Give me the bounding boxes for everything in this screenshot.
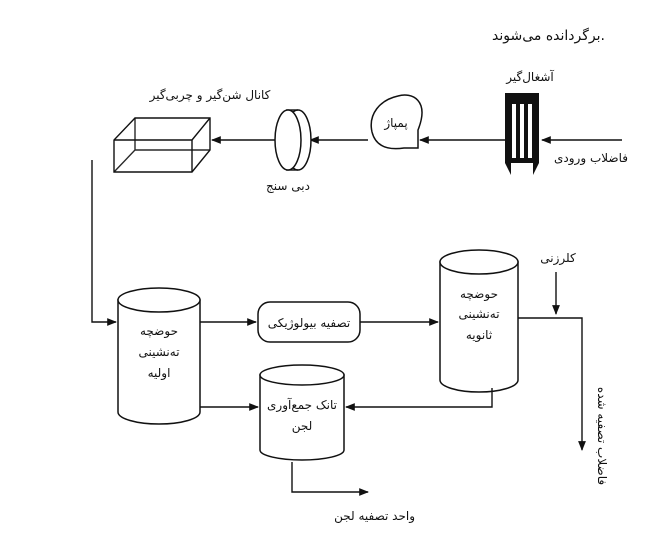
sludge-tank-line2: لجن	[292, 419, 313, 434]
flowmeter-shape	[274, 109, 312, 171]
secondary-clarifier-shape	[439, 249, 519, 393]
edge-channel-primary	[91, 160, 117, 326]
bar-screen-label: آشغال‌گیر	[505, 69, 554, 85]
primary-clarifier-shape	[117, 287, 201, 425]
primary-clarifier-line3: اولیه	[148, 366, 171, 381]
sludge-tank-shape	[259, 364, 345, 461]
secondary-clarifier-line3: ثانویه	[466, 328, 492, 343]
grit-channel-shape	[113, 117, 211, 173]
primary-clarifier-line1: حوضچه	[140, 324, 178, 339]
caption-text: برگردانده می‌شوند.	[492, 27, 605, 44]
bio-treatment-label: تصفیه بیولوژیکی	[268, 316, 350, 331]
influent-label: فاضلاب ورودی	[554, 151, 628, 166]
secondary-clarifier-line1: حوضچه	[460, 287, 498, 302]
sludge-unit-label: واحد تصفیه لجن	[334, 509, 415, 524]
sludge-tank-line1: تانک جمع‌آوری	[267, 397, 337, 413]
effluent-label: فاضلاب تصفیه شده	[595, 387, 609, 485]
pump-shape	[370, 94, 423, 150]
grit-channel-label: کانال شن‌گیر و چربی‌گیر	[149, 88, 271, 103]
edge-sludge-unit	[291, 462, 369, 496]
bar-screen-icon	[505, 93, 539, 175]
edge-secondary-effluent	[518, 317, 586, 451]
chlorination-label: کلرزنی	[540, 251, 576, 266]
flowmeter-label: دبی سنج	[266, 179, 310, 193]
pump-label: پمپاژ	[383, 116, 407, 131]
edge-secondary-sludge	[345, 388, 493, 411]
primary-clarifier-line2: ته‌نشینی	[138, 345, 179, 359]
secondary-clarifier-line2: ته‌نشینی	[458, 307, 499, 321]
